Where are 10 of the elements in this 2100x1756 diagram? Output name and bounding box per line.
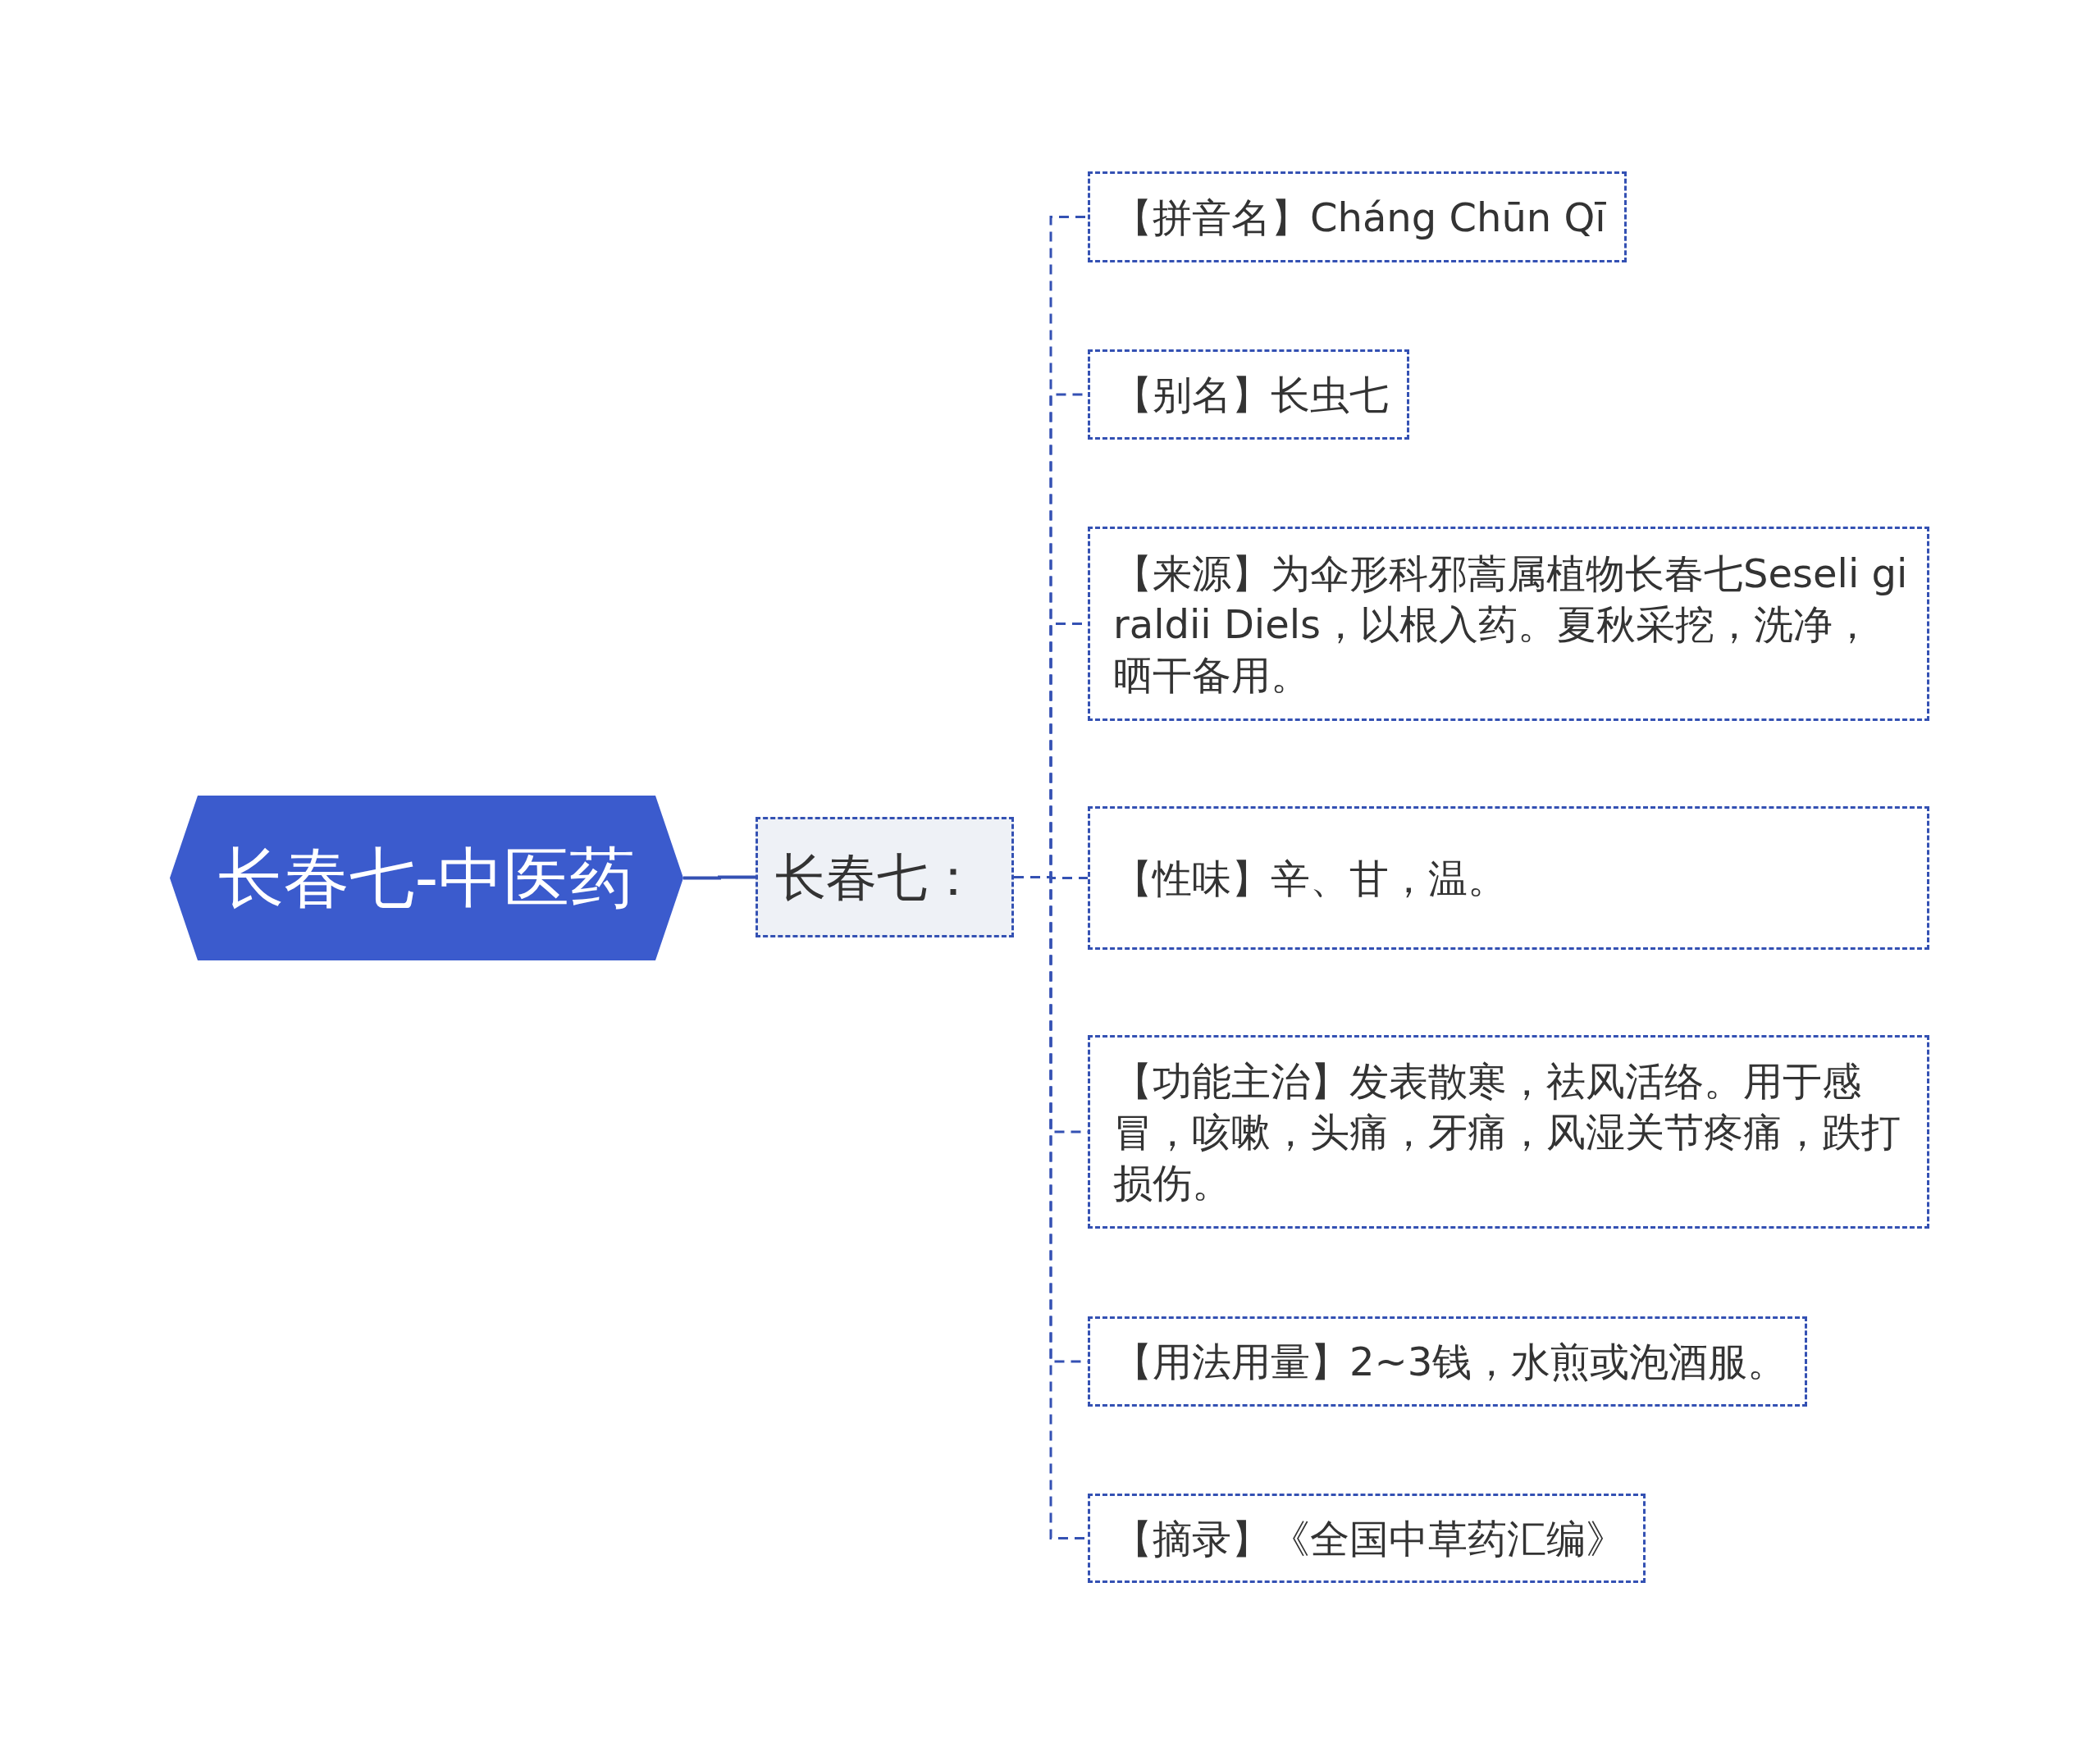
detail-box: 【性味】辛、甘，温。 <box>1088 806 1929 950</box>
detail-box: 【拼音名】Cháng Chūn Qī <box>1088 171 1627 262</box>
detail-box: 【摘录】《全国中草药汇编》 <box>1088 1494 1646 1583</box>
topic-hexagon: 长春七-中医药 <box>170 796 683 960</box>
detail-box: 【功能主治】发表散寒，祛风活络。用于感冒，咳嗽，头痛，牙痛，风湿关节疼痛，跌打损伤。 <box>1088 1035 1929 1229</box>
detail-box: 【别名】长虫七 <box>1088 349 1409 440</box>
detail-box: 【用法用量】2~3钱，水煎或泡酒服。 <box>1088 1316 1808 1407</box>
connector-line <box>683 875 756 880</box>
subtopic-box: 长春七： <box>756 817 1014 937</box>
detail-box: 【来源】为伞形科邪蒿属植物长春七Seseli giraldii Diels，以根入药。夏秋采挖，洗净，晒干备用。 <box>1088 527 1929 721</box>
